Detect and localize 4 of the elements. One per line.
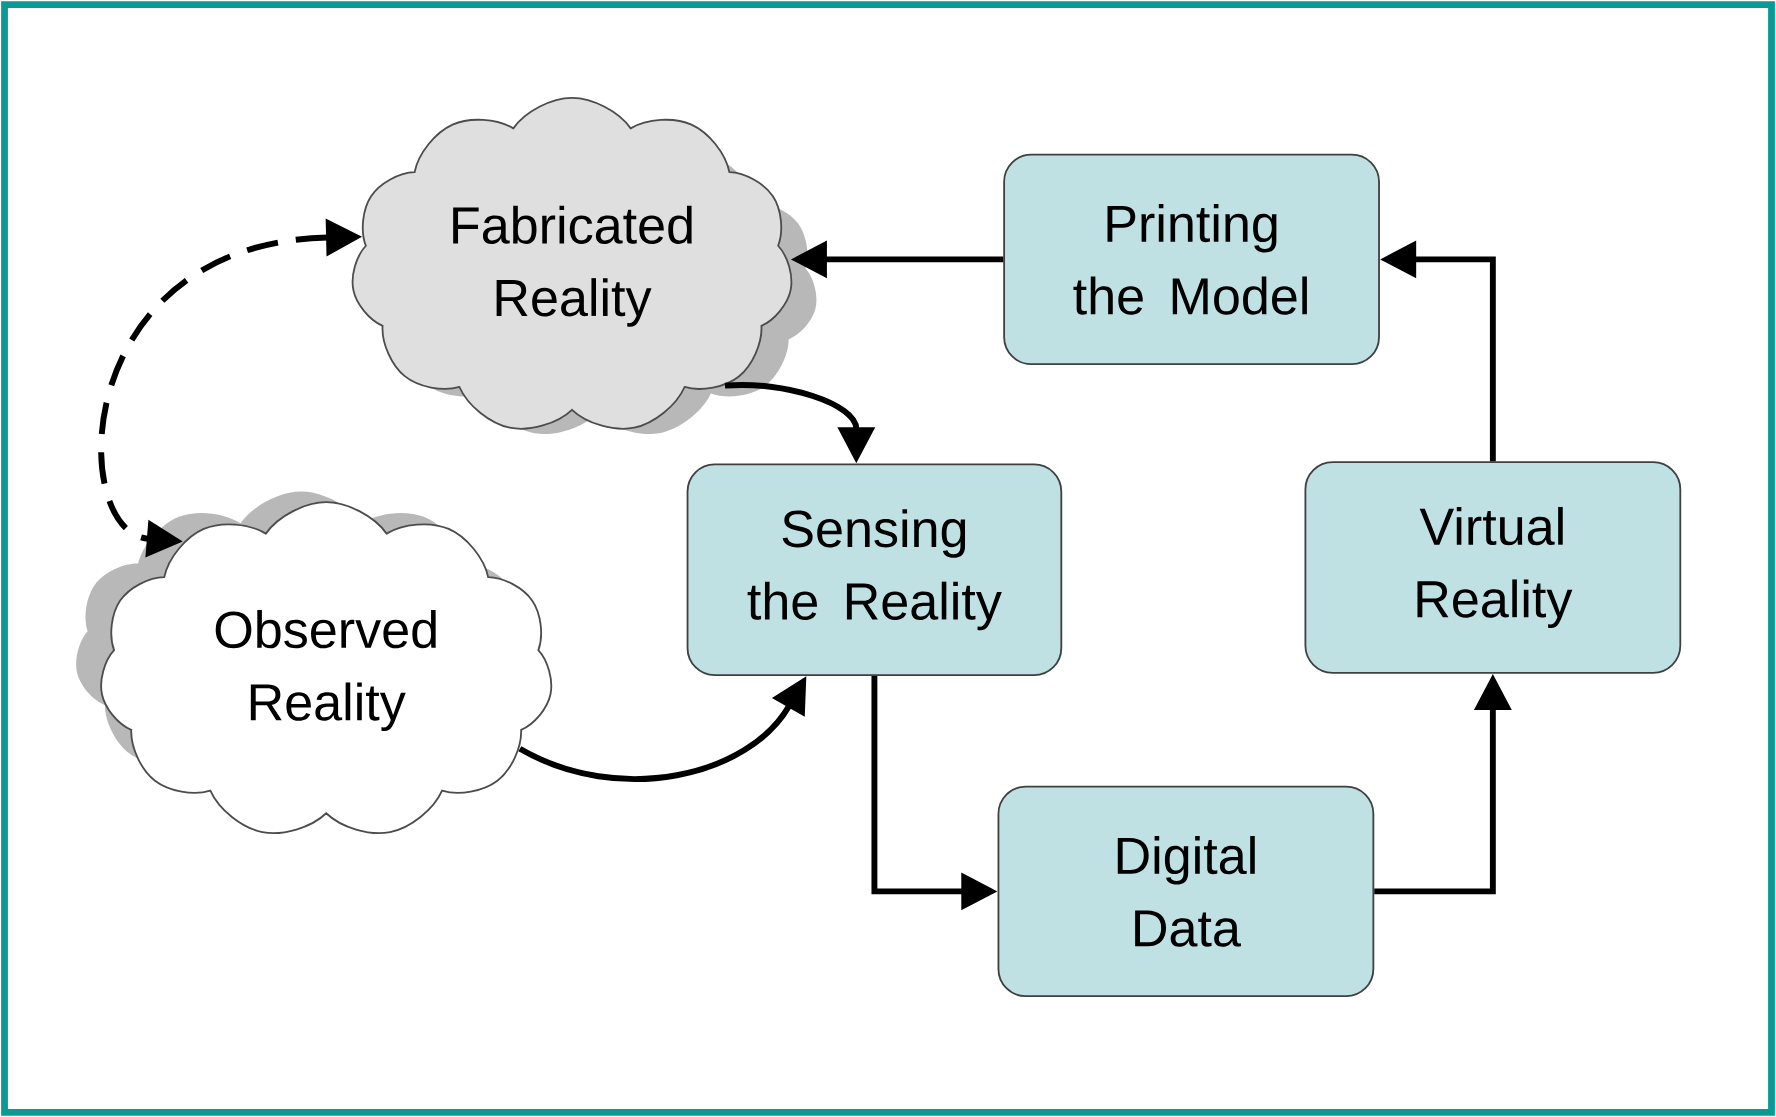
process-box: Virtual Reality — [1304, 461, 1682, 674]
process-box: Digital Data — [997, 785, 1375, 998]
process-box: Sensing the Reality — [686, 463, 1063, 677]
process-box: Printing the Model — [1003, 153, 1380, 366]
